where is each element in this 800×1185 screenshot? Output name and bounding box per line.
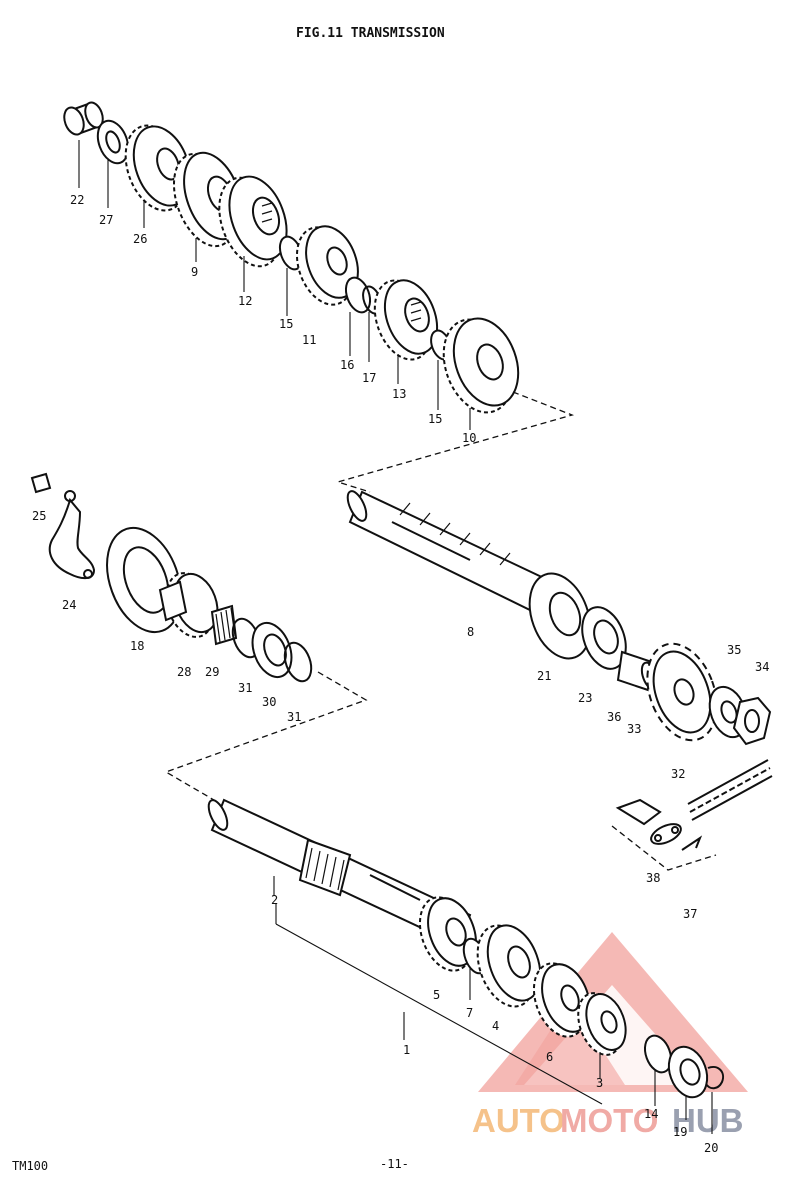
callout-30: 30: [262, 695, 276, 709]
part-38-chain-joint-icon: [615, 798, 703, 851]
callout-25: 25: [32, 509, 46, 523]
part-14-washer-icon: [643, 1034, 673, 1074]
callout-11: 11: [302, 333, 316, 347]
callout-31b: 31: [287, 710, 301, 724]
callout-35: 35: [727, 643, 741, 657]
part-33-sprocket-icon: [646, 642, 718, 742]
part-31-circlip-2-icon: [283, 641, 313, 683]
callout-28: 28: [177, 665, 191, 679]
connector-lower: [164, 671, 368, 801]
callout-29: 29: [205, 665, 219, 679]
part-2-drive-shaft-icon: [207, 798, 472, 947]
callout-7: 7: [466, 1006, 473, 1020]
callout-14: 14: [644, 1107, 658, 1121]
upper-gear-cluster: [63, 101, 520, 414]
page-number: -11-: [380, 1157, 409, 1171]
callout-22: 22: [70, 193, 84, 207]
callout-9: 9: [191, 265, 198, 279]
callout-15: 15: [279, 317, 293, 331]
callout-5: 5: [433, 988, 440, 1002]
leader-lines: [78, 140, 713, 1134]
part-32-drive-chain-icon: [687, 759, 773, 821]
part-24-retainer-plate-icon: [48, 490, 96, 580]
bracket-37: [611, 825, 717, 871]
callout-23: 23: [578, 691, 592, 705]
callout-24: 24: [62, 598, 76, 612]
figure-title: FIG.11 TRANSMISSION: [296, 26, 445, 41]
part-27-washer-icon: [96, 119, 130, 165]
part-10-gear-icon: [442, 317, 520, 414]
watermark-auto: AUTO: [472, 1102, 565, 1139]
callout-18: 18: [130, 639, 144, 653]
callout-3: 3: [596, 1076, 603, 1090]
part-35-nut-icon: [732, 696, 772, 746]
callout-15b: 15: [428, 412, 442, 426]
part-25-screw-icon: [30, 472, 52, 494]
part-28-gear-icon: [158, 572, 219, 638]
part-8-counter-shaft-icon: [346, 490, 550, 614]
part-11-gear-icon: [295, 225, 359, 306]
callout-8: 8: [467, 625, 474, 639]
part-12-gear-icon: [218, 175, 288, 268]
callout-26: 26: [133, 232, 147, 246]
callout-38: 38: [646, 871, 660, 885]
part-30-seal-icon: [251, 621, 293, 679]
model-code: TM100: [12, 1159, 48, 1173]
callout-6: 6: [546, 1050, 553, 1064]
connector-upper: [335, 391, 575, 493]
part-13-gear-icon: [373, 279, 439, 361]
callout-1: 1: [403, 1043, 410, 1057]
callout-37: 37: [683, 907, 697, 921]
callout-17: 17: [362, 371, 376, 385]
callout-27: 27: [99, 213, 113, 227]
callout-10: 10: [462, 431, 476, 445]
callout-12: 12: [238, 294, 252, 308]
part-22-bushing-icon: [63, 101, 104, 136]
part-29-needle-bearing-icon: [210, 604, 238, 646]
callout-32: 32: [671, 767, 685, 781]
callout-21: 21: [537, 669, 551, 683]
callout-4: 4: [492, 1019, 499, 1033]
part-3-gear-icon: [577, 992, 627, 1056]
callout-34: 34: [755, 660, 769, 674]
callout-20: 20: [704, 1141, 718, 1155]
callout-2: 2: [271, 893, 278, 907]
part-23-oil-seal-icon: [581, 606, 627, 670]
part-21-bearing-icon: [528, 572, 592, 660]
callout-labels: 22 27 26 9 12 15 11 16 17 13 15 10 25 24…: [32, 193, 769, 1155]
callout-16: 16: [340, 358, 354, 372]
callout-13: 13: [392, 387, 406, 401]
part-4-gear-icon: [476, 924, 542, 1008]
bracket-1: [275, 923, 603, 1105]
callout-31: 31: [238, 681, 252, 695]
callout-33: 33: [627, 722, 641, 736]
part-19-bearing-icon: [667, 1045, 709, 1099]
part-20-clip-icon: [705, 1066, 724, 1090]
watermark-moto: MOTO: [560, 1102, 658, 1139]
watermark-hub: HUB: [672, 1102, 744, 1139]
callout-19: 19: [673, 1125, 687, 1139]
callout-36: 36: [607, 710, 621, 724]
